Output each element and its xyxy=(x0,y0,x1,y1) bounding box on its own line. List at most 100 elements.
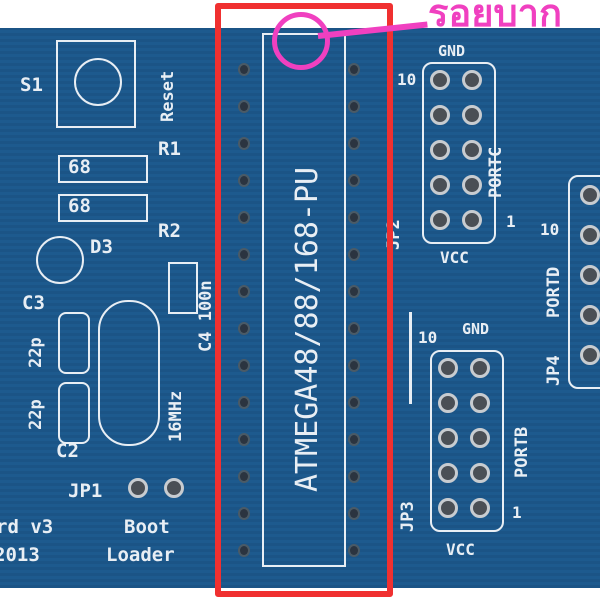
switch-button-outline xyxy=(74,58,122,106)
resistor-r1 xyxy=(58,155,148,183)
chip-pin-hole xyxy=(240,176,248,185)
jp2-pin1: 1 xyxy=(506,212,516,231)
chip-pin-hole xyxy=(350,361,358,370)
chip-pin-hole xyxy=(240,250,248,259)
jp4-pin xyxy=(580,345,600,365)
c2-label: C2 xyxy=(56,440,79,462)
chip-pin-hole xyxy=(240,472,248,481)
r1-label: R1 xyxy=(158,138,181,160)
silk-line xyxy=(409,312,412,404)
jp4-pin xyxy=(580,225,600,245)
jp3-pin xyxy=(438,428,458,448)
chip-pin-hole xyxy=(240,398,248,407)
jp3-pin xyxy=(470,358,490,378)
boot-label: Boot xyxy=(124,516,170,538)
chip-pin-hole xyxy=(240,546,248,555)
jp4-pin xyxy=(580,305,600,325)
chip-pin-hole xyxy=(240,361,248,370)
jp3-pin xyxy=(438,498,458,518)
jp4-name: JP4 xyxy=(544,355,564,386)
jp3-pin xyxy=(438,463,458,483)
chip-pin-hole xyxy=(240,287,248,296)
chip-pin-hole xyxy=(350,287,358,296)
jp4-pin xyxy=(580,185,600,205)
chip-pin-hole xyxy=(350,102,358,111)
chip-pin-hole xyxy=(350,398,358,407)
jp2-pin xyxy=(462,70,482,90)
c3-label: C3 xyxy=(22,292,45,314)
c2-value: 22p xyxy=(26,399,46,430)
capacitor-c2 xyxy=(58,382,90,444)
crystal-label: 16MHz xyxy=(166,390,186,442)
chip-pin-hole xyxy=(350,509,358,518)
d3-label: D3 xyxy=(90,236,113,258)
chip-pin-hole xyxy=(350,546,358,555)
chip-pin-hole xyxy=(240,213,248,222)
r2-value: 68 xyxy=(68,195,91,217)
jp2-vcc: VCC xyxy=(440,248,469,267)
chip-pin-hole xyxy=(350,472,358,481)
chip-pin-hole xyxy=(350,435,358,444)
jp4-pin10: 10 xyxy=(540,220,560,239)
jp3-pin xyxy=(470,428,490,448)
reset-switch xyxy=(56,40,136,128)
jp2-pin xyxy=(430,105,450,125)
chip-pin-hole xyxy=(240,324,248,333)
board-year: 2013 xyxy=(0,544,40,566)
chip-pin-hole xyxy=(240,435,248,444)
jp2-port: PORTC xyxy=(486,146,506,198)
jp2-pin xyxy=(430,140,450,160)
jp2-pin10: 10 xyxy=(397,70,417,89)
notch-annotation-label: รอยบาก xyxy=(428,0,562,35)
notch-highlight-circle xyxy=(272,12,330,70)
led-d3 xyxy=(36,236,84,284)
c3-value: 22p xyxy=(26,337,46,368)
r1-value: 68 xyxy=(68,156,91,178)
jp3-pin1: 1 xyxy=(512,503,522,522)
jp1-pin xyxy=(128,478,148,498)
jp4-pin xyxy=(580,265,600,285)
chip-highlight-box xyxy=(215,3,393,597)
chip-pin-hole xyxy=(350,176,358,185)
jp2-header xyxy=(422,62,496,244)
jp2-pin xyxy=(462,210,482,230)
crystal xyxy=(98,300,160,446)
chip-pin-hole xyxy=(240,102,248,111)
jp1-pin xyxy=(164,478,184,498)
jp2-pin xyxy=(462,105,482,125)
jp2-pin xyxy=(430,210,450,230)
s1-label: S1 xyxy=(20,74,43,96)
jp4-header xyxy=(568,175,600,389)
jp3-gnd: GND xyxy=(462,320,490,338)
jp3-vcc: VCC xyxy=(446,540,475,559)
chip-pin-hole xyxy=(240,65,248,74)
capacitor-c3 xyxy=(58,312,90,374)
chip-pin-hole xyxy=(350,250,358,259)
jp3-header xyxy=(430,350,504,532)
capacitor-c4 xyxy=(168,262,198,314)
jp2-pin xyxy=(462,140,482,160)
jp3-port: PORTB xyxy=(512,426,532,478)
jp3-pin xyxy=(438,393,458,413)
board-name: rd v3 xyxy=(0,516,54,538)
chip-pin-hole xyxy=(240,509,248,518)
chip-pin-hole xyxy=(350,324,358,333)
c4-label: C4 100n xyxy=(196,280,216,352)
jp2-pin xyxy=(462,175,482,195)
chip-pin-hole xyxy=(350,139,358,148)
chip-pin-hole xyxy=(350,213,358,222)
reset-label: Reset xyxy=(158,70,178,122)
r2-label: R2 xyxy=(158,220,181,242)
jp3-pin xyxy=(470,498,490,518)
jp3-pin xyxy=(438,358,458,378)
jp1-label: JP1 xyxy=(68,480,103,502)
resistor-r2 xyxy=(58,194,148,222)
jp2-pin xyxy=(430,70,450,90)
jp4-port: PORTD xyxy=(544,266,564,318)
jp3-pin xyxy=(470,393,490,413)
jp3-pin xyxy=(470,463,490,483)
jp2-gnd: GND xyxy=(438,42,466,60)
chip-pin-hole xyxy=(350,65,358,74)
loader-label: Loader xyxy=(106,544,175,566)
